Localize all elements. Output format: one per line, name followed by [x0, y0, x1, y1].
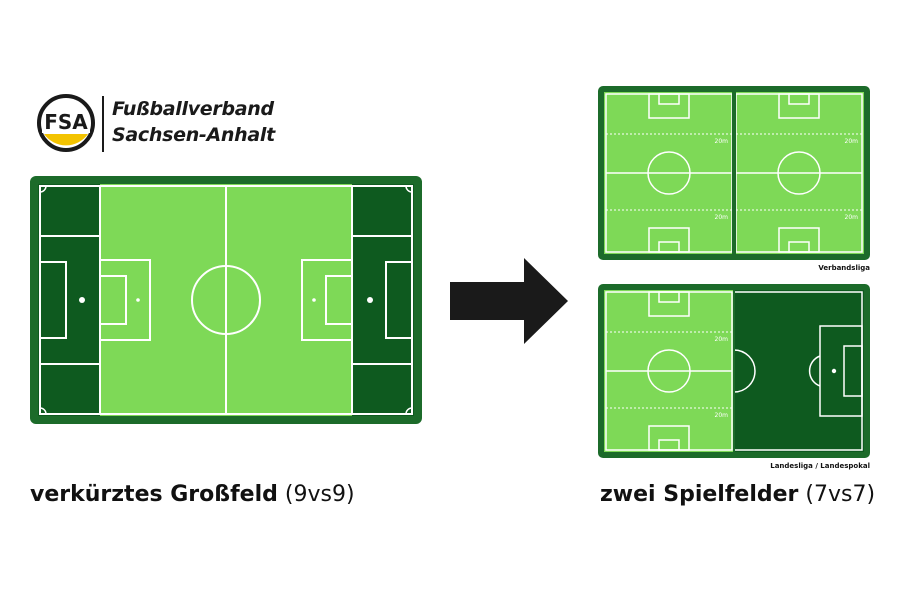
left-caption: verkürztes Großfeld (9vs9): [30, 482, 355, 507]
left-original-goal-area: [39, 261, 67, 339]
logo-separator: [102, 96, 104, 152]
bottom-mixed-field: 20m 20m: [598, 284, 870, 458]
zone-label: 20m: [845, 214, 859, 221]
zone-label: 20m: [715, 214, 729, 221]
left-caption-normal: (9vs9): [284, 482, 355, 507]
logo-line-2: Sachsen-Anhalt: [112, 124, 275, 146]
right-caption-normal: (7vs7): [805, 482, 876, 507]
center-circle: [191, 265, 261, 335]
small-pitch-left: [605, 291, 733, 451]
right-goal-area: [325, 275, 353, 325]
right-original-penalty-spot: [367, 297, 373, 303]
right-original-goal-area: [385, 261, 413, 339]
left-original-penalty-spot: [79, 297, 85, 303]
right-caption-bold: zwei Spielfelder: [600, 482, 799, 507]
top-two-pitches: 20m 20m 20m 20m: [598, 86, 870, 260]
left-caption-bold: verkürztes Großfeld: [30, 482, 278, 507]
fsa-logo: FSA Fußballverband Sachsen-Anhalt: [36, 94, 296, 154]
left-goal-area: [99, 275, 127, 325]
left-penalty-spot: [136, 298, 140, 302]
zone-label: 20m: [715, 138, 729, 145]
small-pitch-left: [605, 93, 733, 253]
zone-label: 20m: [845, 138, 859, 145]
fsa-logo-emblem: FSA: [37, 94, 95, 152]
arrow-right-icon: [450, 258, 568, 344]
right-caption: zwei Spielfelder (7vs7): [600, 482, 875, 507]
bottom-field-label: Landesliga / Landespokal: [770, 462, 870, 470]
zone-label: 20m: [715, 336, 729, 343]
logo-letters: FSA: [44, 110, 88, 134]
shortened-full-field: [30, 176, 422, 424]
logo-line-1: Fußballverband: [112, 98, 274, 120]
top-field-label: Verbandsliga: [818, 264, 870, 272]
zone-label: 20m: [715, 412, 729, 419]
right-penalty-spot: [312, 298, 316, 302]
